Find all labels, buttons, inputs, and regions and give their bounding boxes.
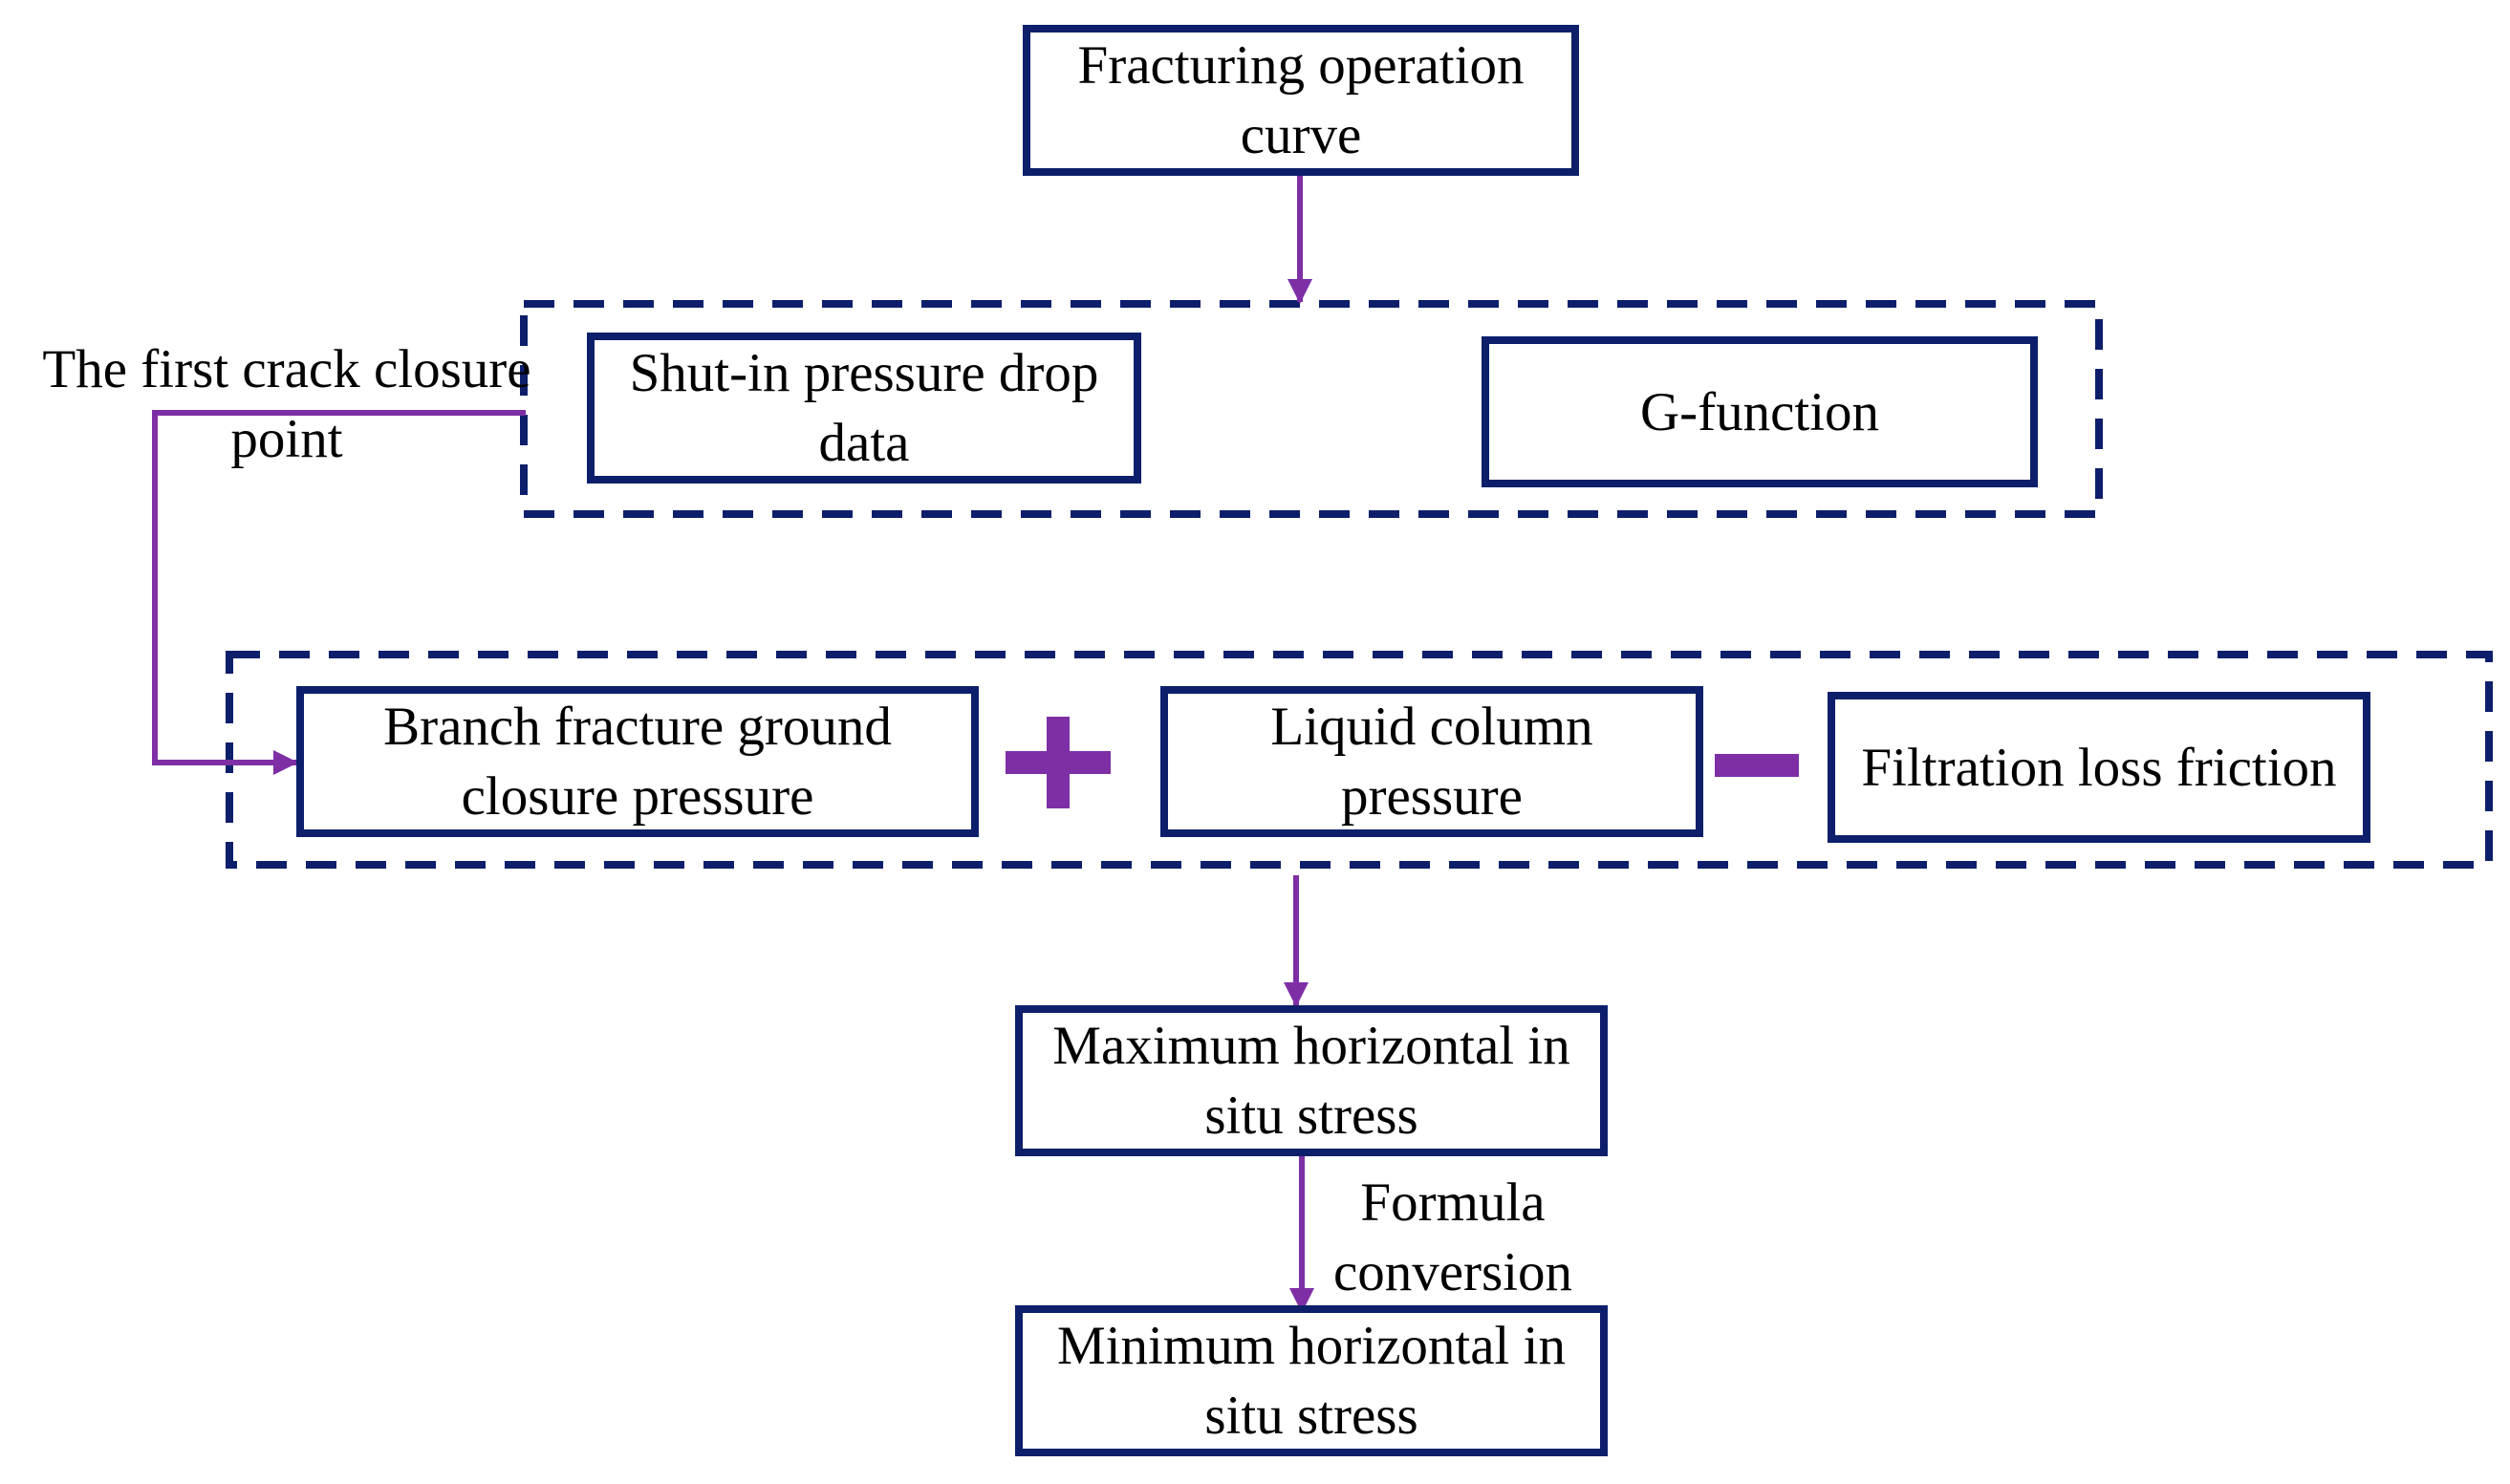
arrow-closure-point-to-branch bbox=[152, 410, 526, 775]
formula-conversion-label: Formula conversion bbox=[1332, 1172, 1573, 1302]
fracturing-operation-curve-box: Fracturing operation curve bbox=[1023, 25, 1579, 176]
minus-operator-icon bbox=[1715, 754, 1799, 777]
minimum-horizontal-stress-text: Minimum horizontal in situ stress bbox=[1057, 1316, 1566, 1446]
shut-in-pressure-drop-box: Shut-in pressure drop data bbox=[587, 333, 1141, 484]
g-function-text: G-function bbox=[1639, 381, 1880, 442]
g-function-box: G-function bbox=[1482, 336, 2038, 487]
maximum-horizontal-stress-box: Maximum horizontal in situ stress bbox=[1015, 1005, 1608, 1156]
branch-fracture-closure-pressure-box: Branch fracture ground closure pressure bbox=[296, 686, 979, 837]
plus-operator-icon bbox=[1006, 717, 1111, 808]
branch-fracture-closure-pressure-text: Branch fracture ground closure pressure bbox=[383, 697, 892, 827]
first-crack-closure-point-label: The first crack closure point bbox=[42, 339, 531, 469]
shut-in-pressure-drop-text: Shut-in pressure drop data bbox=[629, 343, 1099, 473]
filtration-loss-friction-text: Filtration loss friction bbox=[1861, 737, 2337, 798]
maximum-horizontal-stress-text: Maximum horizontal in situ stress bbox=[1052, 1016, 1570, 1146]
fracturing-operation-curve-text: Fracturing operation curve bbox=[1077, 35, 1525, 165]
liquid-column-pressure-box: Liquid column pressure bbox=[1160, 686, 1703, 837]
minimum-horizontal-stress-box: Minimum horizontal in situ stress bbox=[1015, 1305, 1608, 1456]
filtration-loss-friction-box: Filtration loss friction bbox=[1828, 692, 2370, 843]
liquid-column-pressure-text: Liquid column pressure bbox=[1270, 697, 1593, 827]
